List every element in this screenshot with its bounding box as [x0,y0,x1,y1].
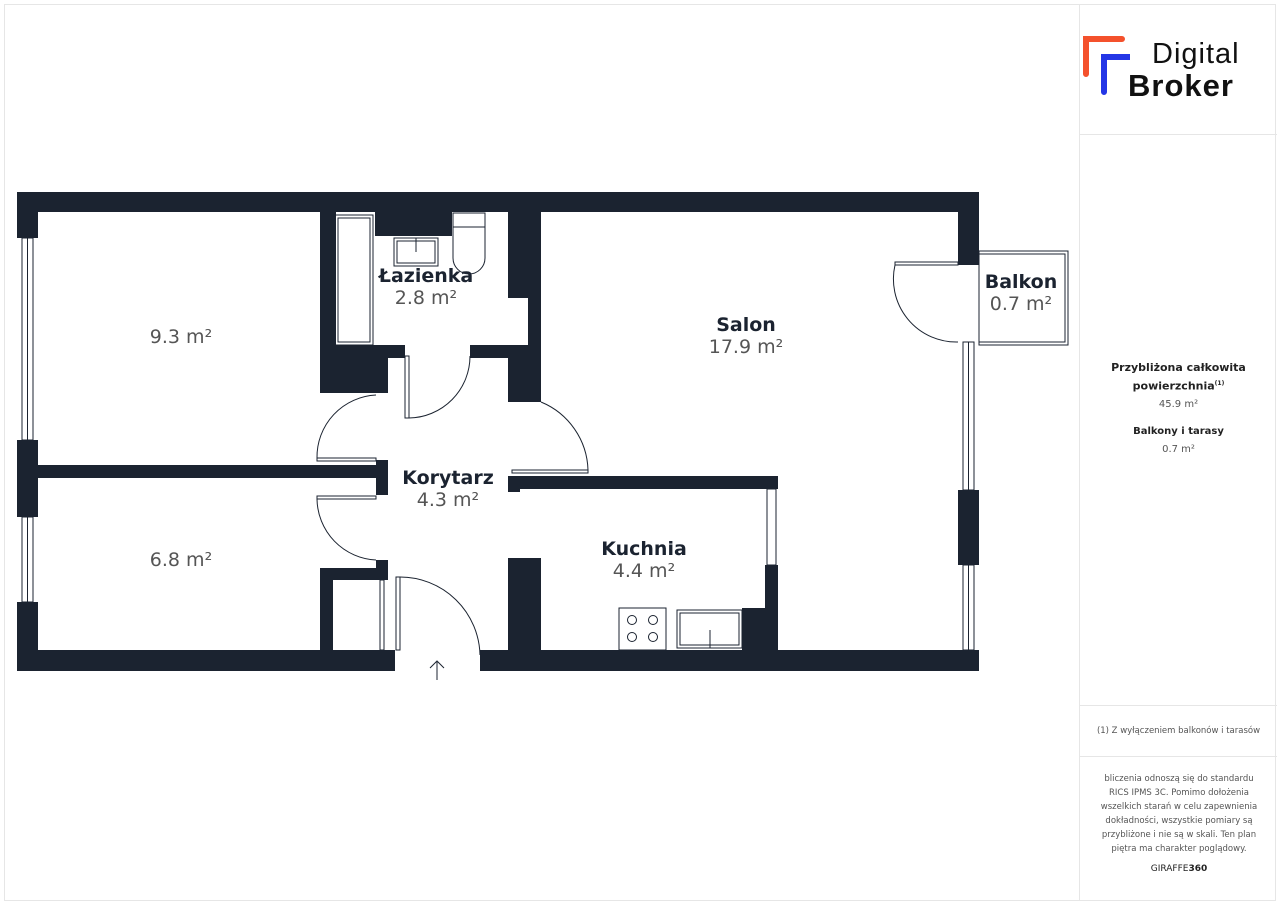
room-name: Łazienka [378,265,474,287]
balcony-area-value: 0.7 m² [1162,443,1195,455]
room-area: 2.8 m² [394,287,458,309]
giraffe360-brand: GIRAFFE360 [1150,864,1208,874]
fixtures [21,212,1069,680]
page-frame [4,4,1276,901]
room-name: Kuchnia [601,538,687,560]
room-area: 17.9 m² [708,336,784,358]
room-name: Korytarz [402,467,494,489]
logo-line1: Digital [1152,38,1240,70]
room-area: 4.3 m² [416,489,480,511]
disclaimer-section: bliczenia odnoszą się do standardu RICS … [1098,772,1260,874]
total-area-value: 45.9 m² [1158,398,1199,410]
floor-plan [17,192,1069,680]
balcony-area-label: Balkony i tarasy [1133,425,1224,437]
disclaimer: bliczenia odnoszą się do standardu RICS … [1100,774,1258,854]
info-sidebar: Przybliżona całkowita powierzchnia(1) 45… [1079,4,1277,901]
room-bedroom-2: 6.8 m² [150,549,212,571]
room-area: 0.7 m² [989,293,1053,315]
room-area: 9.3 m² [149,326,213,348]
walls [17,192,979,671]
room-name: Balkon [984,271,1058,293]
logo-line2: Broker [1128,68,1234,103]
room-name: Salon [716,314,776,336]
logo-section [1080,4,1277,135]
footnote: (1) Z wyłączeniem balkonów i tarasów [1080,706,1277,757]
room-area: 4.4 m² [612,560,676,582]
total-area-label: Przybliżona całkowita powierzchnia(1) [1111,361,1246,393]
room-area: 6.8 m² [149,549,213,571]
digital-broker-logo: Digital Broker [1082,34,1272,104]
summary-section: Przybliżona całkowita powierzchnia(1) 45… [1080,134,1277,706]
room-bedroom-1: 9.3 m² [150,326,212,348]
logo-mark-icon [1083,36,1130,95]
